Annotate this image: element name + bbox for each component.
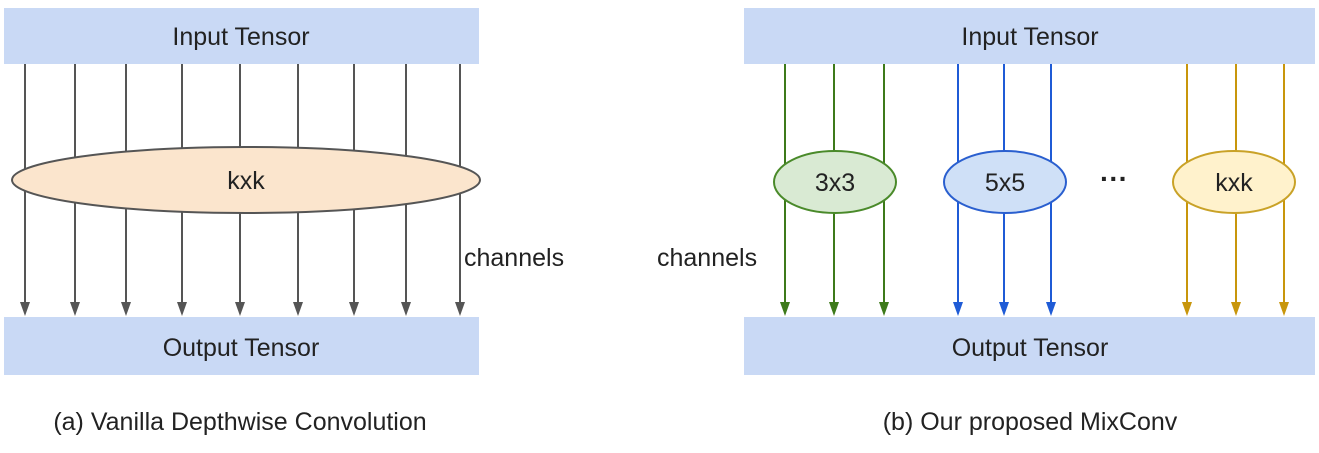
arrowhead	[293, 302, 303, 316]
group-5x5-arrowheads	[953, 302, 1056, 316]
caption-a: (a) Vanilla Depthwise Convolution	[53, 408, 426, 436]
kernel-label-5x5: 5x5	[985, 169, 1025, 197]
arrowhead	[20, 302, 30, 316]
channels-label: channels	[657, 244, 757, 272]
output-tensor-box	[744, 317, 1315, 375]
kernel-ellipse	[11, 146, 481, 214]
kernel-ellipse-3x3	[773, 150, 897, 214]
input-tensor-box	[4, 8, 479, 64]
caption-b: (b) Our proposed MixConv	[883, 408, 1178, 436]
channels-label: channels	[464, 244, 564, 272]
arrowhead	[349, 302, 359, 316]
arrowhead	[953, 302, 963, 316]
kernel-ellipse-kxk	[1172, 150, 1296, 214]
arrowhead	[177, 302, 187, 316]
group-3x3-arrowheads	[780, 302, 889, 316]
arrowhead	[999, 302, 1009, 316]
arrowhead	[1046, 302, 1056, 316]
channel-arrowheads	[20, 302, 465, 316]
panel-vanilla-depthwise: Input Tensor kxk channels Ou	[4, 8, 564, 436]
arrowhead	[455, 302, 465, 316]
input-tensor-label: Input Tensor	[961, 23, 1098, 51]
arrowhead	[70, 302, 80, 316]
input-tensor-label: Input Tensor	[172, 23, 309, 51]
panel-mixconv: Input Tensor 3x3 5x5 ···	[657, 8, 1315, 436]
arrowhead	[1231, 302, 1241, 316]
arrowhead	[829, 302, 839, 316]
output-tensor-label: Output Tensor	[163, 334, 320, 362]
arrowhead	[401, 302, 411, 316]
output-tensor-box	[4, 317, 479, 375]
arrowhead	[780, 302, 790, 316]
input-tensor-box	[744, 8, 1315, 64]
output-tensor-label: Output Tensor	[952, 334, 1109, 362]
group-kxk-arrowheads	[1182, 302, 1289, 316]
arrowhead	[235, 302, 245, 316]
kernel-label-kxk: kxk	[1215, 169, 1253, 197]
arrowhead	[1182, 302, 1192, 316]
arrowhead	[121, 302, 131, 316]
kernel-ellipse-5x5	[943, 150, 1067, 214]
arrowhead	[879, 302, 889, 316]
kernel-label-3x3: 3x3	[815, 169, 855, 197]
arrowhead	[1279, 302, 1289, 316]
kernel-label: kxk	[227, 167, 265, 195]
ellipsis: ···	[1100, 163, 1128, 194]
